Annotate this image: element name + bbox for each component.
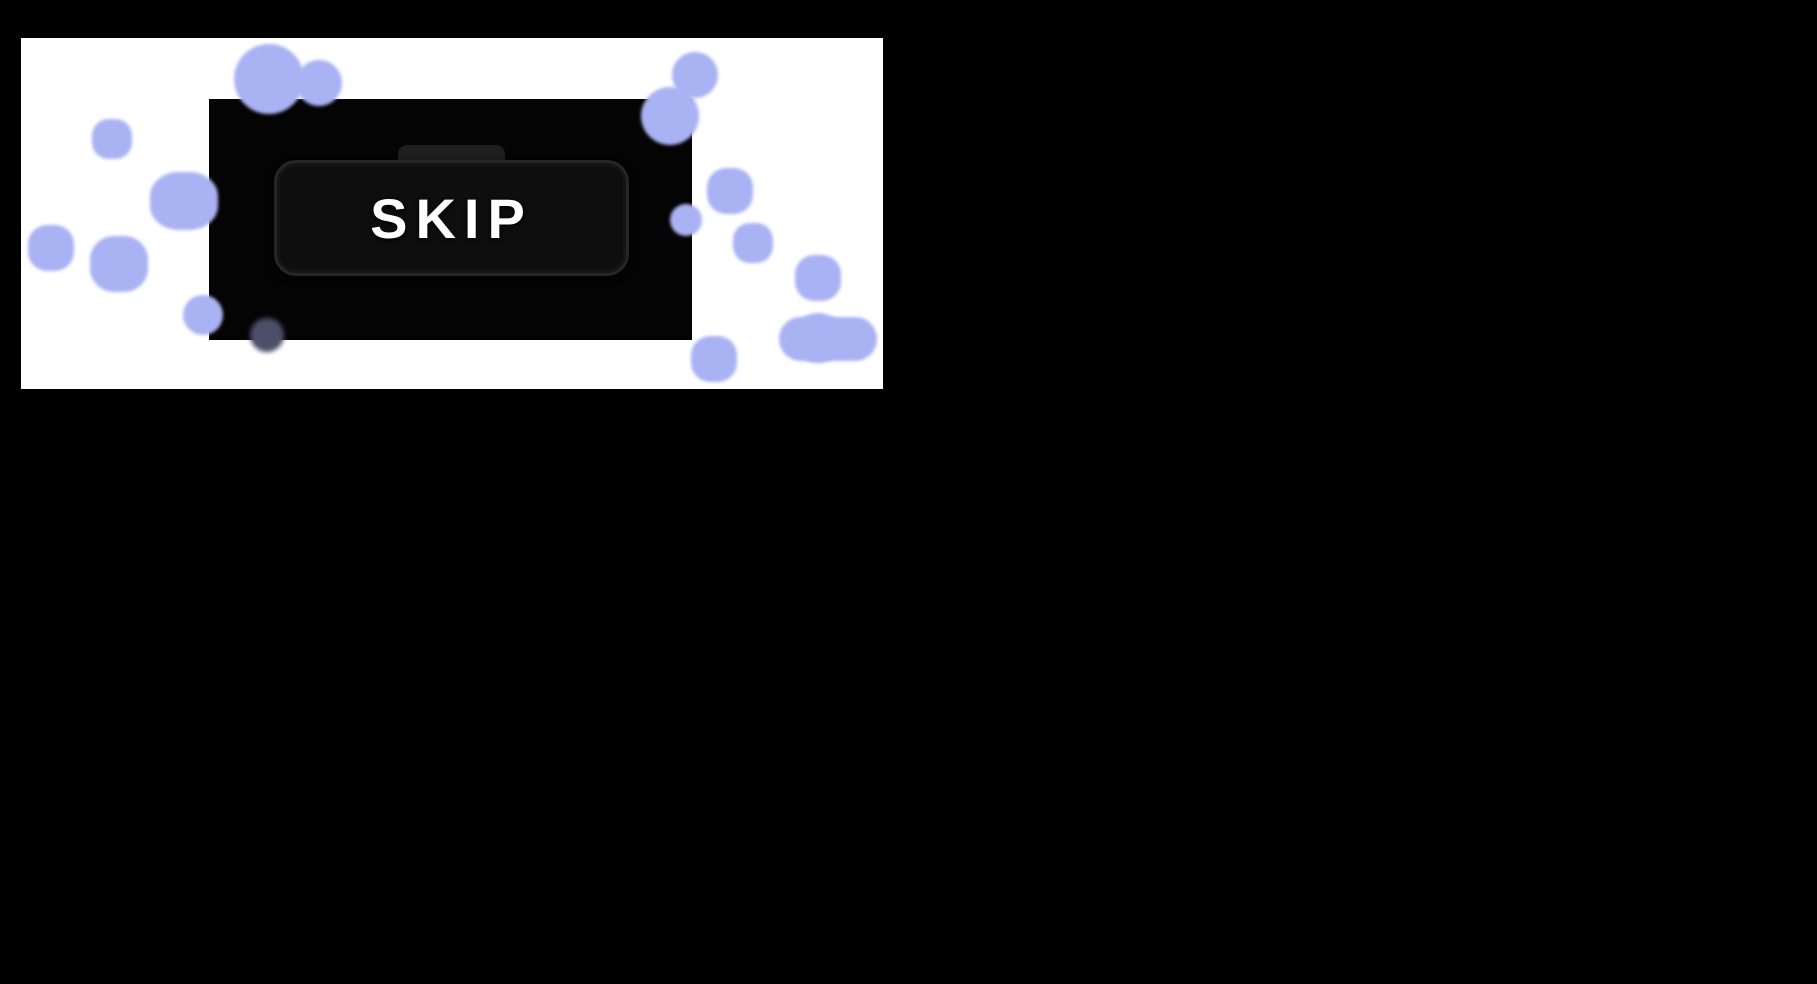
paint-blob-icon — [733, 223, 773, 263]
skip-button-label: SKIP — [370, 186, 533, 250]
paint-blob-icon — [234, 44, 304, 114]
skip-button[interactable]: SKIP — [274, 160, 629, 276]
paint-blob-icon — [296, 60, 342, 106]
paint-blob-icon — [691, 336, 737, 382]
paint-blob-icon — [707, 168, 753, 214]
paint-blob-icon — [92, 119, 132, 159]
paint-blob-icon — [150, 172, 218, 230]
paint-blob-icon — [793, 313, 843, 363]
paint-blob-icon — [641, 87, 699, 145]
paint-blob-icon — [183, 295, 223, 335]
game-area: SKIP — [21, 38, 883, 389]
paint-blob-icon — [795, 255, 841, 301]
paint-blob-icon — [90, 236, 148, 292]
paint-blob-dark-icon — [250, 318, 284, 352]
paint-blob-icon — [670, 204, 702, 236]
paint-blob-icon — [28, 225, 74, 271]
